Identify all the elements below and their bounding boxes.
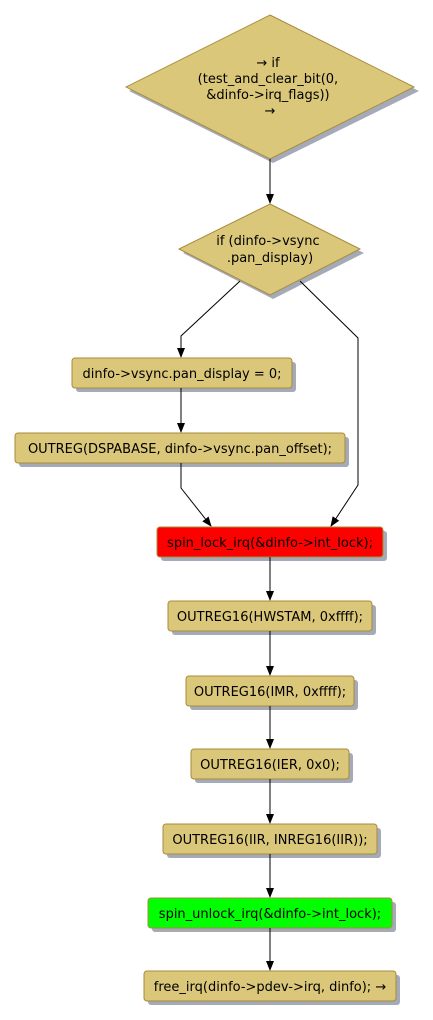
decision-pan-display: if (dinfo->vsync .pan_display)	[177, 203, 364, 299]
node-outreg16-iir-label: OUTREG16(IIR, INREG16(IIR));	[172, 833, 367, 848]
edge-decision2-true	[177, 280, 241, 358]
decision-test-and-clear-bit: → if (test_and_clear_bit(0, &dinfo->irq_…	[124, 14, 419, 163]
node-spin-unlock-label: spin_unlock_irq(&dinfo->int_lock);	[159, 907, 381, 922]
node-outreg-dspabase: OUTREG(DSPABASE, dinfo->vsync.pan_offset…	[14, 432, 349, 467]
decision-test-and-clear-bit-line-1: → if	[256, 56, 280, 71]
node-free-irq: free_irq(dinfo->pdev->irq, dinfo); →	[143, 970, 400, 1005]
decision-test-and-clear-bit-line-3: &dinfo->irq_flags))	[206, 88, 329, 103]
node-outreg16-ier-label: OUTREG16(IER, 0x0);	[200, 758, 340, 773]
decision-test-and-clear-bit-shape	[124, 14, 416, 160]
node-outreg16-imr-label: OUTREG16(IMR, 0xffff);	[194, 685, 346, 700]
decision-test-and-clear-bit-line-4: →	[265, 104, 276, 119]
node-pan-display-reset-box	[71, 357, 293, 389]
node-spin-lock: spin_lock_irq(&dinfo->int_lock);	[156, 526, 387, 561]
node-pan-display-reset-label: dinfo->vsync.pan_display = 0;	[82, 367, 281, 382]
node-spin-unlock: spin_unlock_irq(&dinfo->int_lock);	[147, 897, 396, 932]
node-outreg16-ier: OUTREG16(IER, 0x0);	[190, 748, 353, 783]
node-pan-display-reset: dinfo->vsync.pan_display = 0;	[71, 357, 296, 392]
node-outreg16-iir: OUTREG16(IIR, INREG16(IIR));	[162, 823, 381, 858]
node-free-irq-label: free_irq(dinfo->pdev->irq, dinfo); →	[154, 980, 387, 995]
edge-dspabase-to-lock	[180, 463, 212, 527]
svg-text:if (dinfo->vsync .pan_di: if (dinfo->vsync .pan_display)	[216, 234, 324, 266]
decision-pan-display-shape	[177, 203, 362, 296]
node-outreg16-hwstam-label: OUTREG16(HWSTAM, 0xffff);	[177, 610, 363, 625]
node-free-irq-box	[143, 970, 397, 1002]
svg-text:→ if (test_and_clear_bit: → if (test_and_clear_bit(0, &dinfo->irq_…	[198, 56, 343, 119]
decision-pan-display-line-1: if (dinfo->vsync	[216, 234, 319, 249]
node-outreg16-imr: OUTREG16(IMR, 0xffff);	[185, 675, 358, 710]
node-outreg16-hwstam: OUTREG16(HWSTAM, 0xffff);	[167, 600, 376, 635]
node-spin-lock-label: spin_lock_irq(&dinfo->int_lock);	[167, 536, 373, 551]
edge-decision2-false	[299, 280, 359, 527]
decision-pan-display-line-2: .pan_display)	[227, 251, 313, 266]
decision-test-and-clear-bit-line-2: (test_and_clear_bit(0,	[198, 72, 339, 87]
node-outreg-dspabase-box	[14, 432, 346, 464]
node-outreg-dspabase-label: OUTREG(DSPABASE, dinfo->vsync.pan_offset…	[28, 442, 332, 457]
